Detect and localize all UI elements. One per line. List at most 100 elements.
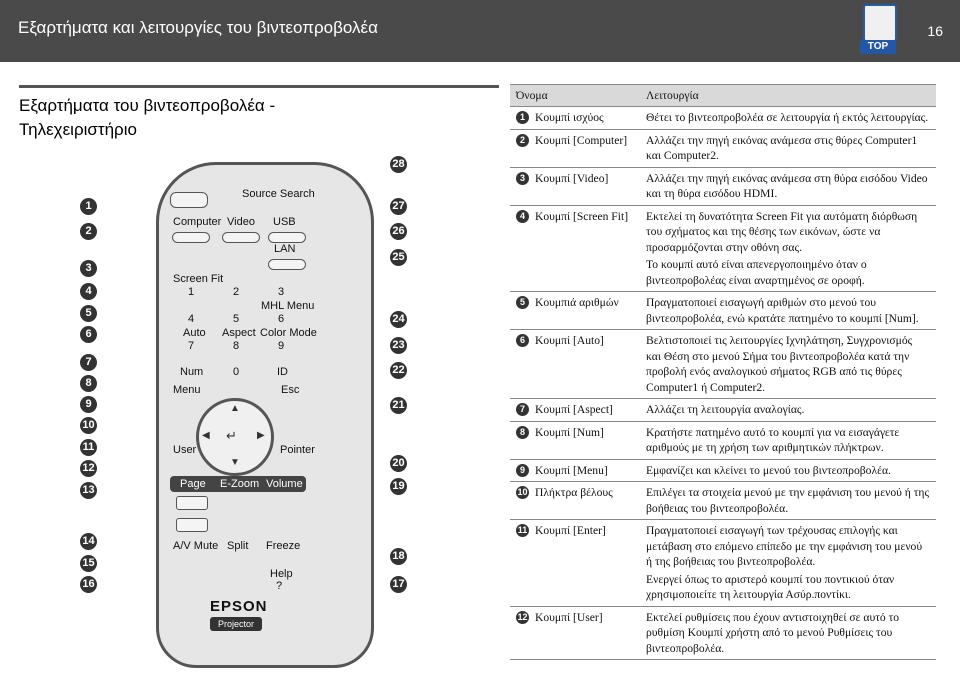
callout-23: 23	[390, 337, 407, 354]
row-function: Πραγματοποιεί εισαγωγή των τρέχουσας επι…	[640, 519, 936, 607]
row-number-badge: 10	[516, 486, 529, 499]
row-function-text: Εκτελεί ρυθμίσεις που έχουν αντιστοιχηθε…	[646, 610, 900, 655]
projector-label: Projector	[210, 617, 262, 631]
page-zoom-volume-strip	[170, 476, 306, 492]
callout-4: 4	[80, 283, 97, 300]
epson-logo: EPSON	[210, 598, 268, 615]
row-number-badge: 7	[516, 403, 529, 416]
row-function-text: Εμφανίζει και κλείνει το μενού του βιντε…	[646, 463, 891, 477]
row-number-badge: 6	[516, 334, 529, 347]
row-function: Επιλέγει τα στοιχεία μενού με την εμφάνι…	[640, 481, 936, 520]
page-header: Εξαρτήματα και λειτουργίες του βιντεοπρο…	[0, 0, 960, 62]
label-help: Help	[270, 568, 293, 580]
row-function-text: Εκτελεί τη δυνατότητα Screen Fit για αυτ…	[646, 209, 918, 254]
arrow-up-icon: ▲	[230, 403, 240, 414]
label-mhl-menu: MHL Menu	[261, 300, 315, 312]
label-8: 8	[233, 340, 240, 352]
label-6: 6	[278, 313, 285, 325]
label-7: 7	[188, 340, 195, 352]
row-function-text: Επιλέγει τα στοιχεία μενού με την εμφάνι…	[646, 486, 930, 515]
enter-icon: ↵	[226, 428, 237, 443]
label-freeze: Freeze	[266, 540, 301, 552]
row-name-text: Κουμπί [Computer]	[535, 133, 628, 147]
lan-button	[268, 259, 306, 270]
label-9: 9	[278, 340, 285, 352]
row-function: Πραγματοποιεί εισαγωγή αριθμών στο μενού…	[640, 291, 936, 330]
callout-13: 13	[80, 482, 97, 499]
callout-5: 5	[80, 305, 97, 322]
label-video: Video	[227, 216, 255, 228]
arrow-left-icon: ◀	[202, 430, 210, 441]
callout-15: 15	[80, 555, 97, 572]
row-function: Βελτιστοποιεί τις λειτουργίες Ιχνηλάτηση…	[640, 329, 936, 399]
row-name-text: Κουμπί [Menu]	[535, 463, 608, 477]
label-pointer: Pointer	[280, 444, 315, 456]
label-num: Num	[180, 366, 204, 378]
projector-icon	[863, 4, 897, 42]
label-source-search: Source Search	[242, 188, 315, 200]
label-5: 5	[233, 313, 240, 325]
row-number-badge: 3	[516, 171, 529, 185]
header-title: Εξαρτήματα και λειτουργίες του βιντεοπρο…	[18, 18, 378, 37]
label-usb: USB	[273, 216, 296, 228]
callout-17: 17	[390, 576, 407, 593]
label-id: ID	[277, 366, 288, 378]
label-page: Page	[180, 478, 206, 490]
callout-11: 11	[80, 439, 97, 456]
label-lan: LAN	[274, 243, 296, 255]
row-function-text: Πραγματοποιεί εισαγωγή των τρέχουσας επι…	[646, 524, 923, 568]
row-function-text: Θέτει το βιντεοπροβολέα σε λειτουργία ή …	[646, 111, 929, 124]
row-number-badge: 11	[516, 524, 529, 537]
row-function: Αλλάζει την πηγή εικόνας ανάμεσα στη θύρ…	[640, 167, 936, 206]
row-function: Εμφανίζει και κλείνει το μενού του βιντε…	[640, 459, 936, 482]
video-button	[222, 232, 260, 243]
label-3: 3	[278, 286, 285, 298]
label-4: 4	[188, 313, 195, 325]
label-user: User	[173, 444, 197, 456]
arrow-down-icon: ▼	[230, 457, 240, 468]
row-number-badge: 5	[516, 296, 529, 309]
section-title: Εξαρτήματα του βιντεοπροβολέα - Τηλεχειρ…	[19, 94, 349, 142]
row-function-text: Αλλάζει τη λειτουργία αναλογίας.	[646, 403, 805, 416]
label-computer: Computer	[173, 216, 222, 228]
row-number-badge: 2	[516, 133, 529, 147]
row-function: Κρατήστε πατημένο αυτό το κουμπί για να …	[640, 421, 936, 460]
table-row: 2 Κουμπί [Computer] Αλλάζει την πηγή εικόν…	[510, 129, 936, 168]
row-function: Θέτει το βιντεοπροβολέα σε λειτουργία ή …	[640, 106, 936, 130]
label-aspect: Aspect	[222, 327, 256, 339]
callout-3: 3	[80, 260, 97, 277]
label-e-zoom: E-Zoom	[220, 478, 260, 490]
callout-18: 18	[390, 548, 407, 565]
row-function: Αλλάζει τη λειτουργία αναλογίας.	[640, 398, 936, 422]
remote-illustration: Source Search Computer Video USB LAN Scr…	[70, 150, 430, 668]
header-name: Όνομα	[510, 84, 640, 107]
row-number-badge: 4	[516, 209, 529, 223]
top-button[interactable]: TOP	[860, 4, 897, 54]
callout-28: 28	[390, 156, 407, 173]
label-2: 2	[233, 286, 240, 298]
section-title-line1: Εξαρτήματα του βιντεοπροβολέα -	[19, 96, 276, 115]
row-function-text: Αλλάζει την πηγή εικόνας ανάμεσα στις θύ…	[646, 133, 918, 163]
callout-19: 19	[390, 478, 407, 495]
label-av-mute: A/V Mute	[173, 540, 219, 552]
table-header-row: Όνομα Λειτουργία	[510, 84, 936, 107]
row-number-badge: 8	[516, 425, 529, 439]
label-auto: Auto	[183, 327, 206, 339]
section-rule	[19, 85, 499, 88]
